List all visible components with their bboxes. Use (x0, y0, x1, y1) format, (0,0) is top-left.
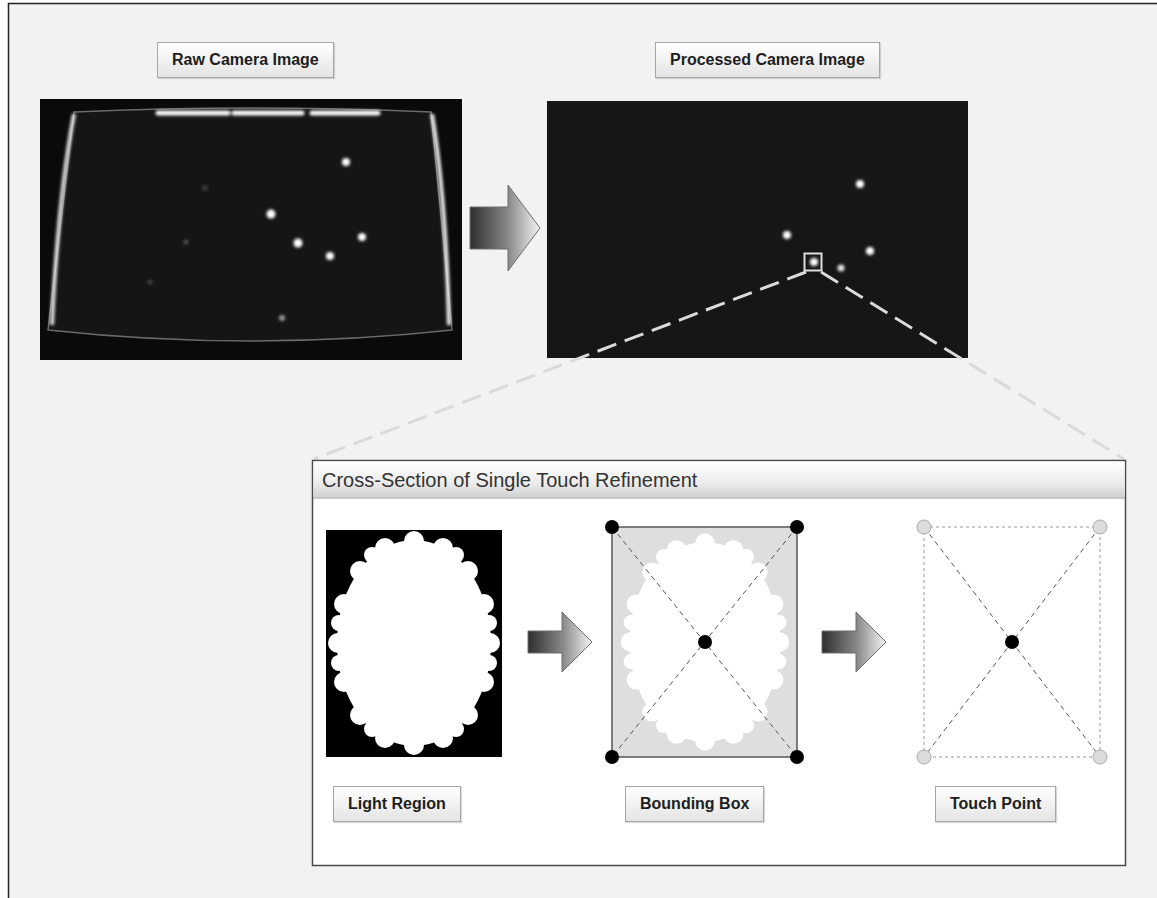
light-region-figure (326, 530, 502, 757)
caption-tag: Processed Camera Image (655, 42, 880, 78)
bounding-box-figure (605, 520, 804, 764)
panel-ground (313, 461, 1126, 866)
caption-tag: Light Region (333, 786, 461, 822)
touch-point-figure (917, 520, 1107, 764)
touch-spots (783, 180, 874, 272)
raw-camera-image (40, 99, 462, 360)
image-ground (547, 101, 968, 358)
step-arrow (528, 612, 592, 672)
step-arrow (822, 612, 886, 672)
processed-camera-image (547, 101, 968, 358)
image-ground (40, 99, 462, 360)
tag-text: Processed Camera Image (670, 51, 865, 69)
touch-spots (148, 158, 367, 321)
page-frame (9, 4, 1157, 898)
zoom-leader (821, 272, 1124, 459)
zoom-leader (314, 272, 806, 459)
caption-tag: Bounding Box (625, 786, 764, 822)
panel-header-rule (313, 498, 1125, 499)
tag-text: Light Region (348, 795, 446, 813)
caption-tag: Raw Camera Image (157, 42, 334, 78)
tag-text: Bounding Box (640, 795, 749, 813)
zoom-square (805, 254, 822, 271)
refinement-panel: Cross-Section of Single Touch Refinement… (312, 460, 1126, 866)
process-arrow (470, 185, 540, 271)
panel-header-band (314, 462, 1125, 498)
caption-tag: Touch Point (935, 786, 1056, 822)
edge-glow (52, 113, 449, 325)
panel-title: Cross-Section of Single Touch Refinement (322, 469, 697, 491)
screen-outline (48, 108, 452, 341)
tag-text: Raw Camera Image (172, 51, 319, 69)
tag-text: Touch Point (950, 795, 1041, 813)
